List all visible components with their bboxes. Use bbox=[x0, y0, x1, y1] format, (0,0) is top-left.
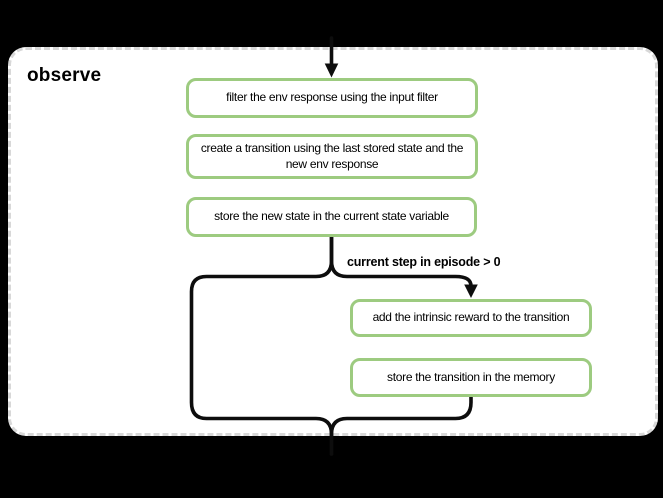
node-label: add the intrinsic reward to the transiti… bbox=[372, 310, 570, 325]
node-store-new-state: store the new state in the current state… bbox=[186, 197, 477, 237]
node-label: create a transition using the last store… bbox=[200, 140, 464, 171]
node-filter-env-response: filter the env response using the input … bbox=[186, 78, 478, 118]
node-add-intrinsic-reward: add the intrinsic reward to the transiti… bbox=[350, 299, 592, 337]
node-label: filter the env response using the input … bbox=[226, 90, 438, 105]
condition-label: current step in episode > 0 bbox=[347, 255, 501, 269]
node-store-transition-memory: store the transition in the memory bbox=[350, 358, 592, 397]
node-create-transition: create a transition using the last store… bbox=[186, 134, 478, 179]
group-title: observe bbox=[27, 65, 102, 86]
node-label: store the new state in the current state… bbox=[214, 209, 449, 224]
node-label: store the transition in the memory bbox=[387, 369, 555, 384]
